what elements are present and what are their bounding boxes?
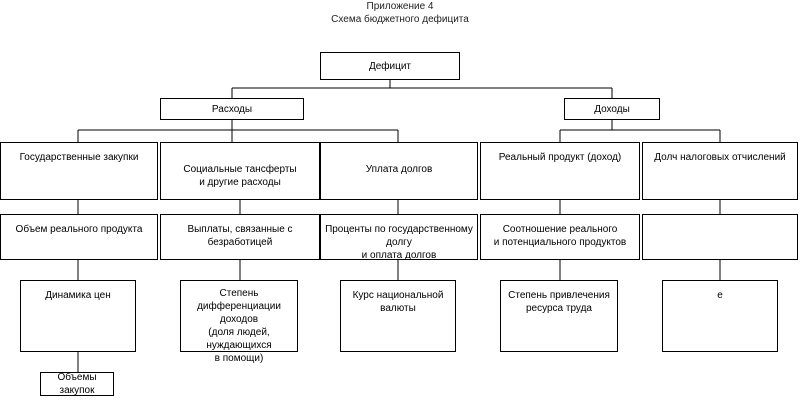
node-purchase-volumes-label: Объемы закупок	[57, 372, 97, 396]
node-expenses: Расходы	[160, 98, 304, 120]
node-real-potential-ratio-label: Соотношение реального и потенциального п…	[493, 224, 627, 248]
node-debt-interest: Проценты по государственному долгу и опл…	[320, 214, 478, 261]
node-social-transfers: Социальные тансферты и другие расходы	[160, 142, 320, 200]
node-revenues: Доходы	[564, 98, 660, 120]
node-real-product: Реальный продукт (доход)	[480, 142, 640, 200]
node-tax-share-label: Долч налоговых отчислений	[654, 152, 786, 163]
node-purchase-volumes: Объемы закупок	[40, 372, 114, 396]
node-expenses-label: Расходы	[211, 103, 253, 115]
node-unemployment-payments: Выплаты, связанные с безработицей	[160, 214, 320, 260]
diagram-title: Схема бюджетного дефицита	[331, 14, 469, 25]
node-social-transfers-label: Социальные тансферты и другие расходы	[183, 164, 297, 188]
node-gov-purchases-label: Государственные закупки	[19, 152, 139, 163]
node-currency-rate-label: Курс национальной валюты	[352, 290, 444, 314]
node-currency-rate: Курс национальной валюты	[340, 280, 456, 352]
node-price-dynamics-label: Динамика цен	[45, 290, 111, 301]
node-empty-box	[642, 214, 798, 260]
node-income-differentiation: Степень дифференциации доходов (доля люд…	[180, 280, 298, 364]
node-labor-involvement-label: Степень привлечения ресурса труда	[508, 290, 610, 314]
node-real-product-label: Реальный продукт (доход)	[498, 152, 622, 163]
node-debt-interest-label: Проценты по государственному долгу и опл…	[325, 224, 473, 261]
node-tax-share: Долч налоговых отчислений	[642, 142, 798, 200]
node-gov-purchases: Государственные закупки	[0, 142, 158, 200]
node-debt-payment-label: Уплата долгов	[365, 164, 433, 175]
node-unemployment-payments-label: Выплаты, связанные с безработицей	[187, 224, 293, 248]
node-real-potential-ratio: Соотношение реального и потенциального п…	[480, 214, 640, 260]
node-income-differentiation-label: Степень дифференциации доходов (доля люд…	[197, 288, 281, 364]
node-e-box-label: е	[717, 290, 723, 301]
node-revenues-label: Доходы	[594, 103, 630, 115]
node-real-product-volume: Объем реального продукта	[0, 214, 158, 260]
node-deficit: Дефицит	[320, 52, 460, 80]
node-deficit-label: Дефицит	[368, 60, 412, 72]
node-price-dynamics: Динамика цен	[20, 280, 136, 352]
node-labor-involvement: Степень привлечения ресурса труда	[500, 280, 618, 352]
node-e-box: е	[662, 280, 778, 352]
appendix-label: Приложение 4	[366, 1, 434, 12]
node-debt-payment: Уплата долгов	[320, 142, 478, 200]
node-real-product-volume-label: Объем реального продукта	[15, 224, 143, 235]
